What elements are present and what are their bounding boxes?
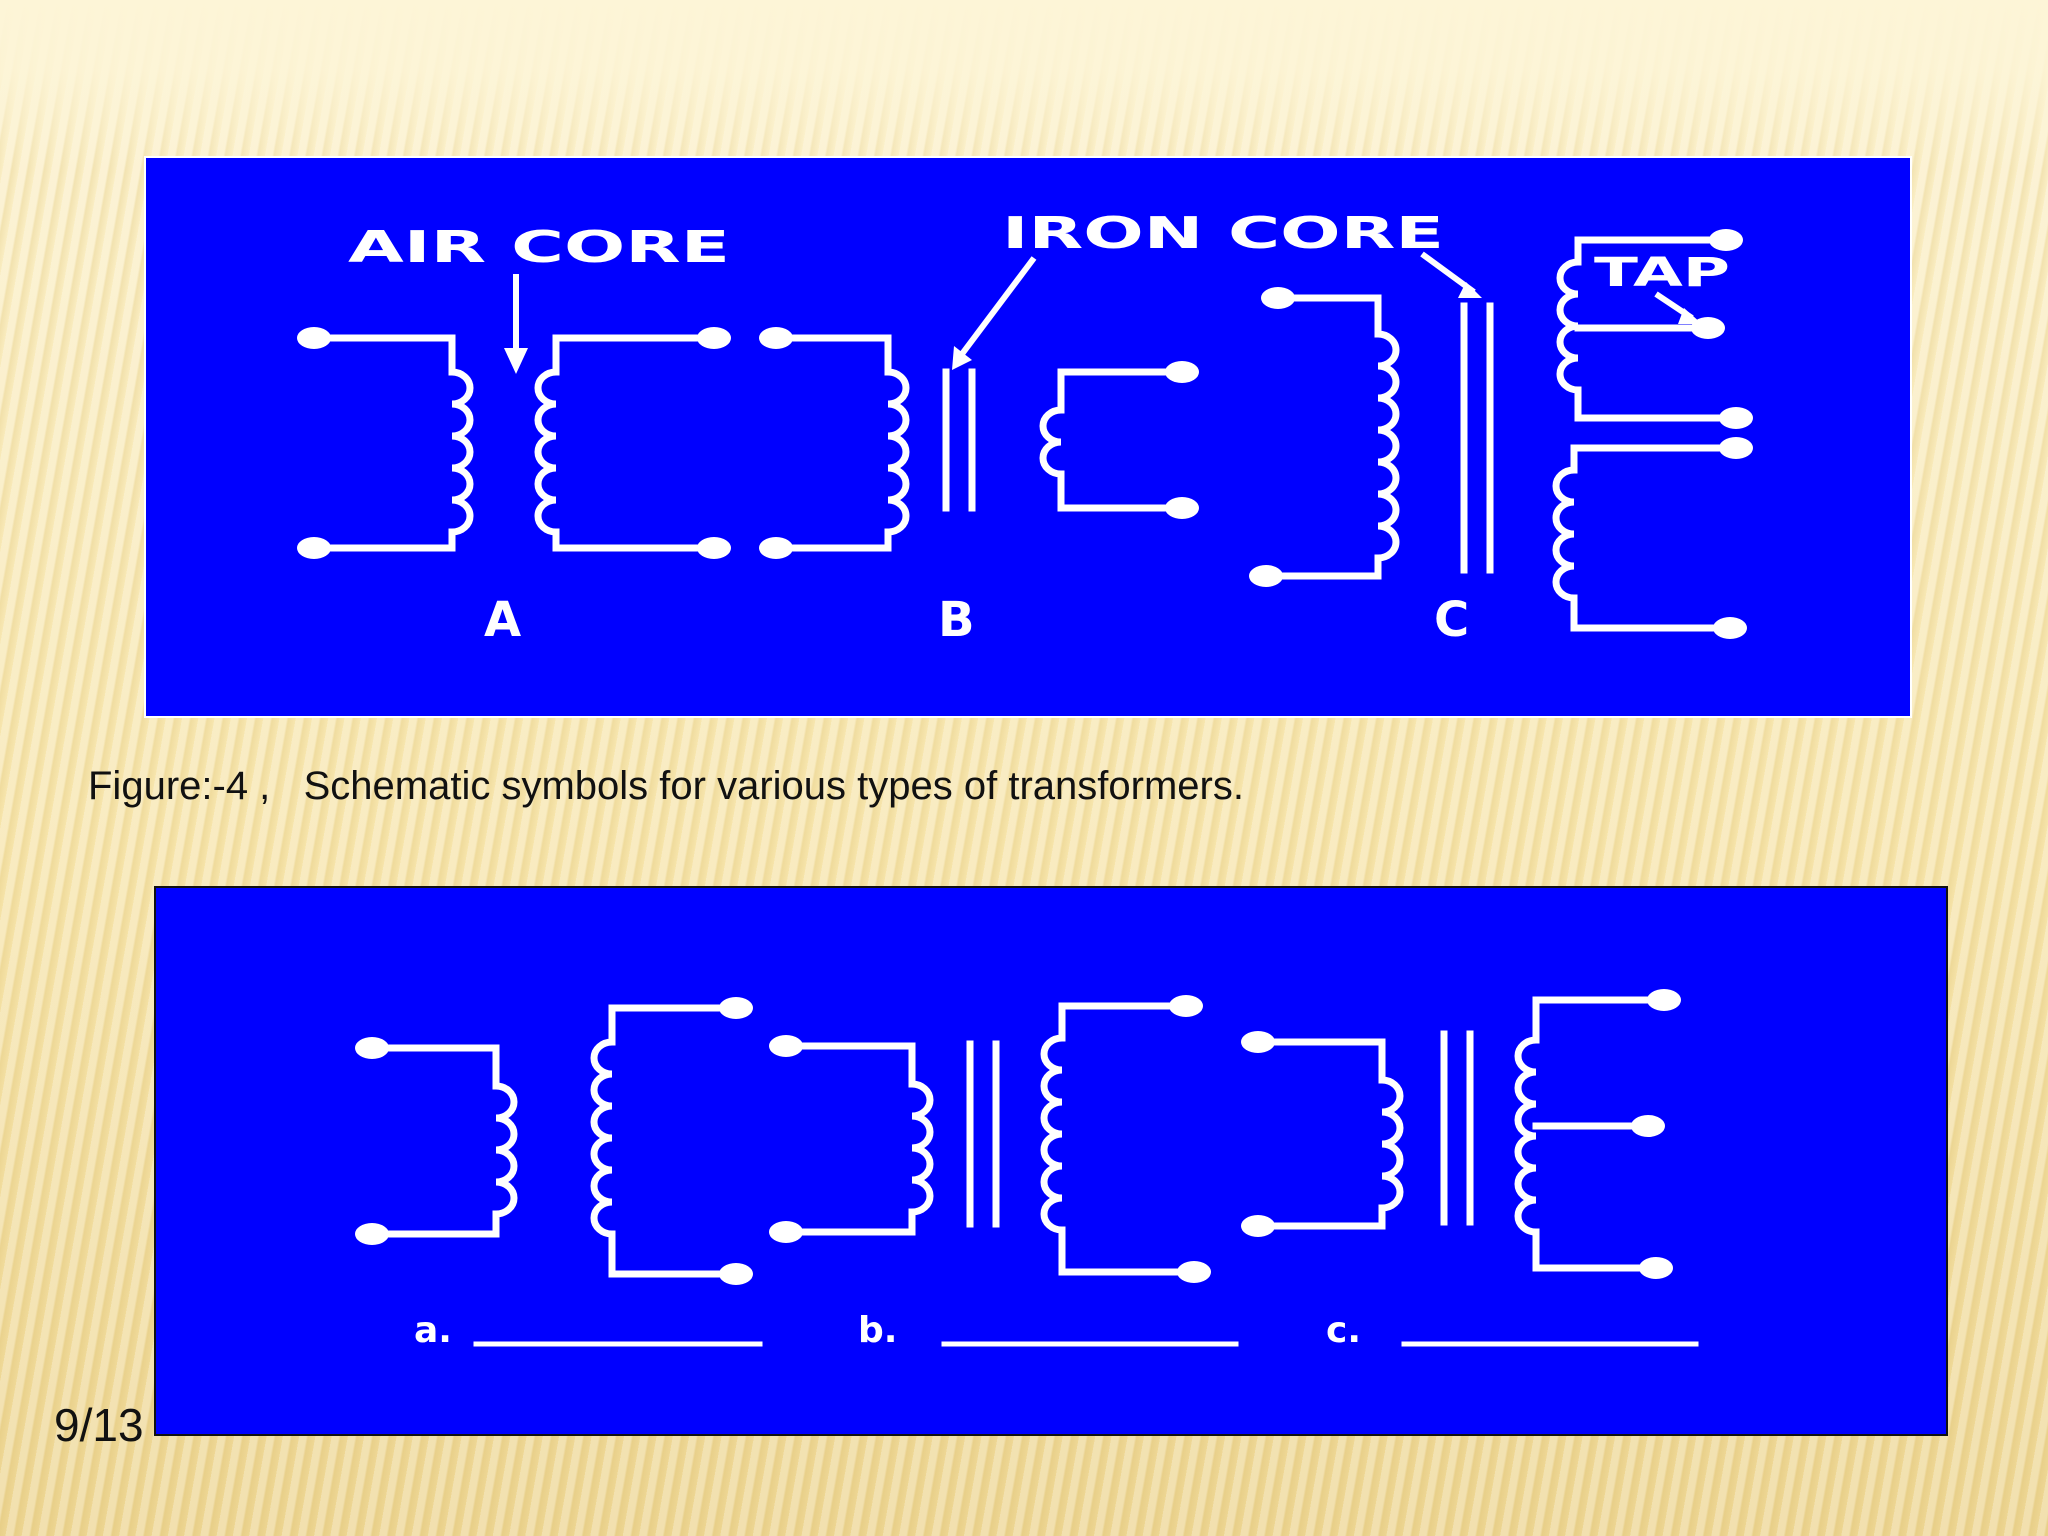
terminal-dot xyxy=(1169,995,1203,1017)
terminal-dot xyxy=(297,327,331,349)
quiz-label-a: a. xyxy=(414,1310,452,1351)
terminal-dot xyxy=(1241,1215,1275,1237)
terminal-dot xyxy=(1241,1031,1275,1053)
terminal-dot xyxy=(1249,565,1283,587)
iron-core-secondary-winding xyxy=(1039,368,1184,512)
quiz-c-primary-winding xyxy=(1256,1038,1404,1230)
terminal-dot xyxy=(1639,1257,1673,1279)
air-core-secondary-winding xyxy=(534,334,716,552)
figure-caption: Figure:-4 , Schematic symbols for variou… xyxy=(88,764,1244,808)
tapped-secondary-lower-winding xyxy=(1552,444,1738,632)
terminal-dot xyxy=(697,327,731,349)
label-a: A xyxy=(484,592,521,648)
terminal-dot xyxy=(1261,287,1295,309)
label-c: C xyxy=(1434,592,1469,648)
terminal-dot xyxy=(759,327,793,349)
iron-core-arrow-c-head xyxy=(1458,282,1482,298)
terminal-dot xyxy=(1719,437,1753,459)
terminal-dot xyxy=(719,1263,753,1285)
quiz-label-b: b. xyxy=(858,1310,897,1351)
quiz-b-secondary-winding xyxy=(1040,1002,1196,1276)
quiz-label-c: c. xyxy=(1326,1310,1361,1351)
transformer-symbols-diagram: AIR CORE IRON CORE TAP A B C xyxy=(144,156,1912,718)
terminal-dot xyxy=(759,537,793,559)
quiz-b-primary-winding xyxy=(784,1042,934,1236)
quiz-a-secondary-winding xyxy=(590,1004,738,1278)
air-core-primary-winding xyxy=(312,334,474,552)
terminal-dot xyxy=(1713,617,1747,639)
terminal-dot xyxy=(297,537,331,559)
air-core-label: AIR CORE xyxy=(348,222,730,273)
label-b: B xyxy=(938,592,975,648)
iron-core-arrow-b-head xyxy=(952,346,972,370)
quiz-a-primary-winding xyxy=(370,1044,518,1238)
terminal-dot xyxy=(1177,1261,1211,1283)
terminal-dot xyxy=(1165,361,1199,383)
iron-core-arrow-b xyxy=(959,256,1037,356)
terminal-dot xyxy=(769,1221,803,1243)
terminal-dot xyxy=(1719,407,1753,429)
tap-arrow-head xyxy=(1678,308,1702,324)
quiz-c-secondary-winding xyxy=(1514,996,1666,1272)
tap-label: TAP xyxy=(1594,250,1730,296)
terminal-dot xyxy=(1647,989,1681,1011)
terminal-dot xyxy=(355,1223,389,1245)
terminal-dot xyxy=(1165,497,1199,519)
transformer-symbols-svg: AIR CORE IRON CORE TAP A B C xyxy=(297,208,1753,648)
iron-core-primary-winding xyxy=(772,334,910,552)
air-core-arrow-head xyxy=(504,348,528,374)
terminal-dot xyxy=(1709,229,1743,251)
terminal-dot xyxy=(355,1037,389,1059)
terminal-dot xyxy=(719,997,753,1019)
transformer-quiz-svg: a. b. c. xyxy=(355,989,1699,1351)
terminal-dot xyxy=(697,537,731,559)
page-number: 9/13 xyxy=(54,1399,144,1451)
tapped-primary-winding xyxy=(1262,294,1400,580)
iron-core-label: IRON CORE xyxy=(1002,208,1444,259)
terminal-dot xyxy=(769,1035,803,1057)
terminal-dot xyxy=(1631,1115,1665,1137)
transformer-quiz-diagram: a. b. c. xyxy=(154,886,1948,1436)
